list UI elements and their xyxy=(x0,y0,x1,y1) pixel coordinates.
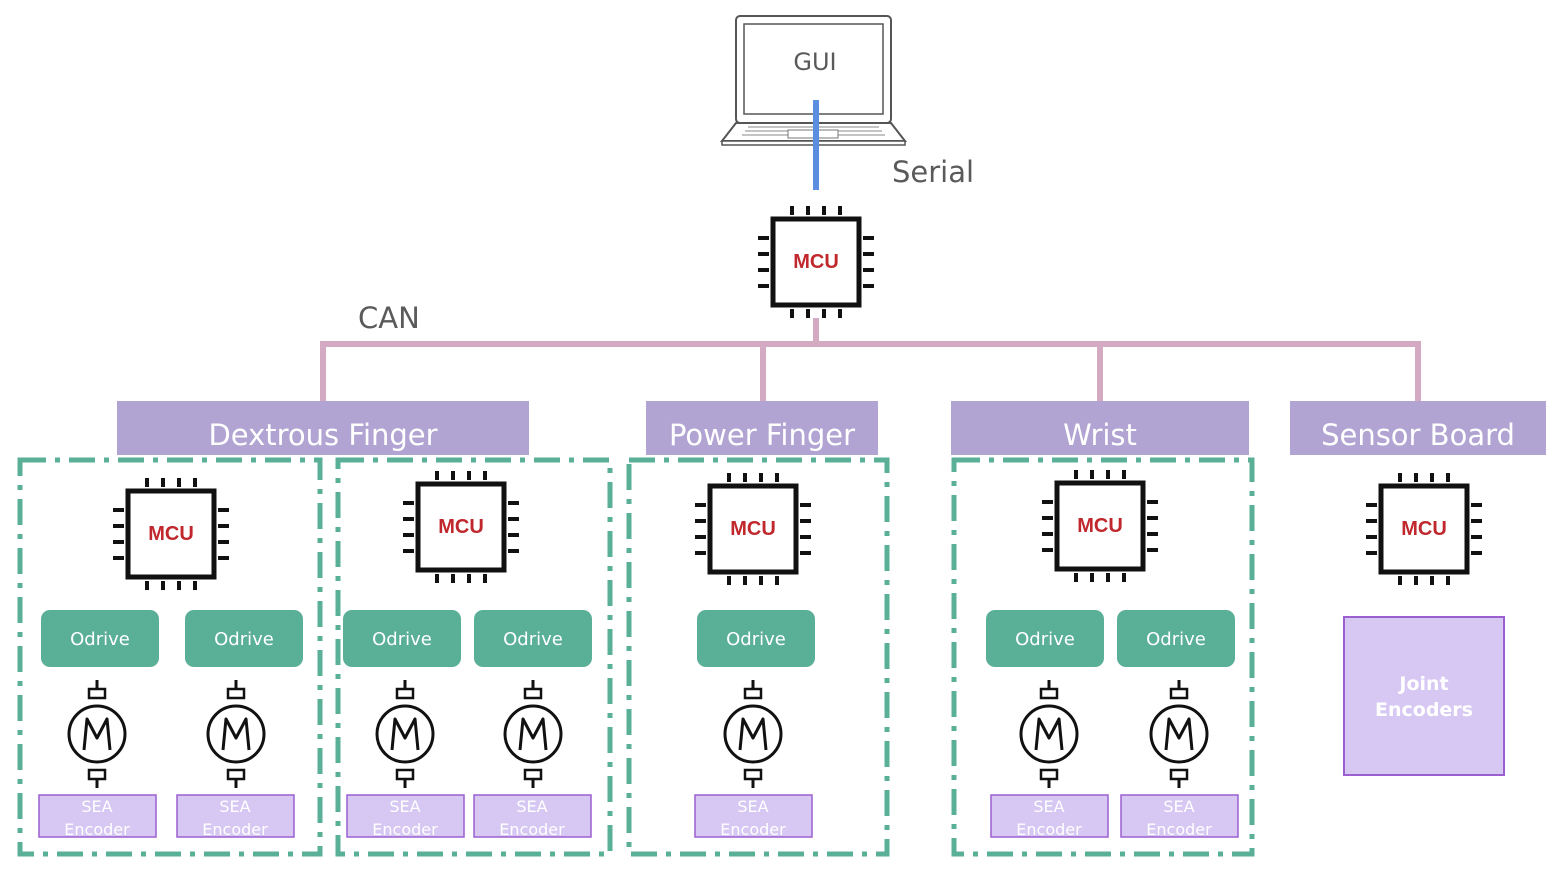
power-odrive-1 xyxy=(697,610,815,667)
dex2-sea-encoder-2-line2: Encoder xyxy=(499,820,565,839)
wrist-sea-encoder-2 xyxy=(1120,794,1239,838)
dex2-odrive-2-label: Odrive xyxy=(503,629,563,650)
power-finger-title: Power Finger xyxy=(669,418,855,452)
wrist-sea-encoder-2-line1: SEA xyxy=(1163,797,1194,816)
dex2-motor-1-icon xyxy=(375,678,435,790)
wrist-sea-encoder-1-line1: SEA xyxy=(1033,797,1064,816)
dex1-odrive-2-label: Odrive xyxy=(214,629,274,650)
dex1-motor-2-icon xyxy=(206,678,266,790)
can-label: CAN xyxy=(358,301,420,335)
dextrous-finger-header xyxy=(117,401,529,455)
serial-label: Serial xyxy=(892,155,974,189)
dex1-sea-encoder-1-line1: SEA xyxy=(81,797,112,816)
dex2-motor-2-icon xyxy=(503,678,563,790)
wrist-header xyxy=(951,401,1249,455)
power-finger-header xyxy=(646,401,878,455)
joint-encoders-line2: Encoders xyxy=(1375,699,1473,721)
dex1-sea-encoder-1-line2: Encoder xyxy=(64,820,130,839)
dex2-sea-encoder-2 xyxy=(473,794,592,838)
dex1-sea-encoder-2-line1: SEA xyxy=(219,797,250,816)
dex1-odrive-2 xyxy=(185,610,303,667)
main-mcu-label: MCU xyxy=(793,251,839,273)
dex2-sea-encoder-1 xyxy=(346,794,465,838)
wrist-title: Wrist xyxy=(1063,418,1137,452)
dex1-mcu-label: MCU xyxy=(148,523,194,545)
dex1-sea-encoder-1 xyxy=(38,794,157,838)
dex1-motor-1-icon xyxy=(67,678,127,790)
sensor-mcu-label: MCU xyxy=(1401,518,1447,540)
power-sea-encoder-1 xyxy=(694,794,813,838)
wrist-sea-encoder-2-line2: Encoder xyxy=(1146,820,1212,839)
joint-encoders-box xyxy=(1343,616,1505,776)
dex2-sea-encoder-2-line1: SEA xyxy=(516,797,547,816)
dextrous-module-2-group xyxy=(335,457,613,857)
dex2-mcu-label: MCU xyxy=(438,516,484,538)
dex2-odrive-2 xyxy=(474,610,592,667)
dex2-odrive-1 xyxy=(343,610,461,667)
power-sea-encoder-1-line2: Encoder xyxy=(720,820,786,839)
dex1-odrive-1 xyxy=(41,610,159,667)
dex1-odrive-1-label: Odrive xyxy=(70,629,130,650)
sensor-board-title: Sensor Board xyxy=(1321,418,1515,452)
dex1-sea-encoder-2 xyxy=(176,794,295,838)
dex2-sea-encoder-1-line2: Encoder xyxy=(372,820,438,839)
wrist-odrive-1-label: Odrive xyxy=(1015,629,1075,650)
wrist-odrive-1 xyxy=(986,610,1104,667)
power-module-group xyxy=(626,457,890,857)
power-mcu-label: MCU xyxy=(730,518,776,540)
can-bus xyxy=(320,318,1421,402)
wrist-module-group xyxy=(951,457,1255,857)
dex2-odrive-1-label: Odrive xyxy=(372,629,432,650)
wrist-odrive-2-label: Odrive xyxy=(1146,629,1206,650)
power-sea-encoder-1-line1: SEA xyxy=(737,797,768,816)
power-odrive-1-label: Odrive xyxy=(726,629,786,650)
wrist-mcu-label: MCU xyxy=(1077,515,1123,537)
joint-encoders-line1: Joint xyxy=(1397,673,1448,695)
gui-label: GUI xyxy=(793,48,836,76)
dex1-sea-encoder-2-line2: Encoder xyxy=(202,820,268,839)
wrist-sea-encoder-1 xyxy=(990,794,1109,838)
wrist-motor-2-icon xyxy=(1149,678,1209,790)
wrist-odrive-2 xyxy=(1117,610,1235,667)
sensor-board-header xyxy=(1290,401,1546,455)
wrist-sea-encoder-1-line2: Encoder xyxy=(1016,820,1082,839)
dex2-sea-encoder-1-line1: SEA xyxy=(389,797,420,816)
power-motor-1-icon xyxy=(723,678,783,790)
dextrous-module-1-group xyxy=(17,457,323,857)
wrist-motor-1-icon xyxy=(1019,678,1079,790)
dextrous-finger-title: Dextrous Finger xyxy=(208,418,437,452)
